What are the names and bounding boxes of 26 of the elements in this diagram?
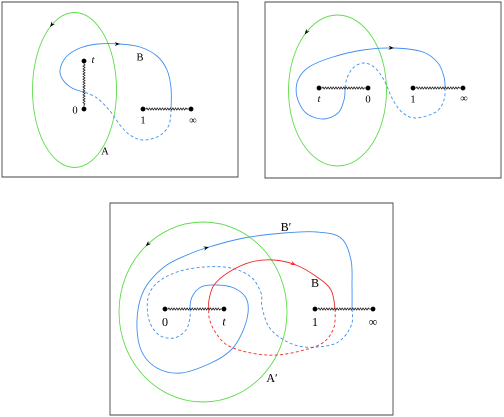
branch-cut xyxy=(82,63,86,107)
contour-label: A′ xyxy=(266,374,278,382)
contour-label: B xyxy=(311,279,318,287)
point-label: 1 xyxy=(313,318,318,326)
branch-cut xyxy=(415,86,461,90)
panel-frame xyxy=(264,2,502,178)
point-label: 1 xyxy=(141,116,145,124)
point-label: ∞ xyxy=(460,96,468,100)
panel-frame xyxy=(110,202,394,416)
panel-frame xyxy=(2,2,238,178)
contour-label: B′ xyxy=(281,223,291,231)
branch-cut xyxy=(317,308,371,310)
branch-cut xyxy=(167,308,222,310)
point-label: 0 xyxy=(366,95,370,103)
point-label: ∞ xyxy=(190,118,196,122)
branch-cut xyxy=(145,108,189,110)
branch-cut xyxy=(321,86,366,90)
point-label: t xyxy=(222,318,226,326)
point-label: 1 xyxy=(411,96,415,102)
point-label: ∞ xyxy=(369,320,377,325)
contour-label: A xyxy=(101,148,109,154)
point-label: t xyxy=(318,96,321,102)
point-label: t xyxy=(92,57,95,64)
point-label: 0 xyxy=(72,106,78,114)
contour-label: B xyxy=(136,54,143,60)
point-label: 0 xyxy=(162,318,168,326)
